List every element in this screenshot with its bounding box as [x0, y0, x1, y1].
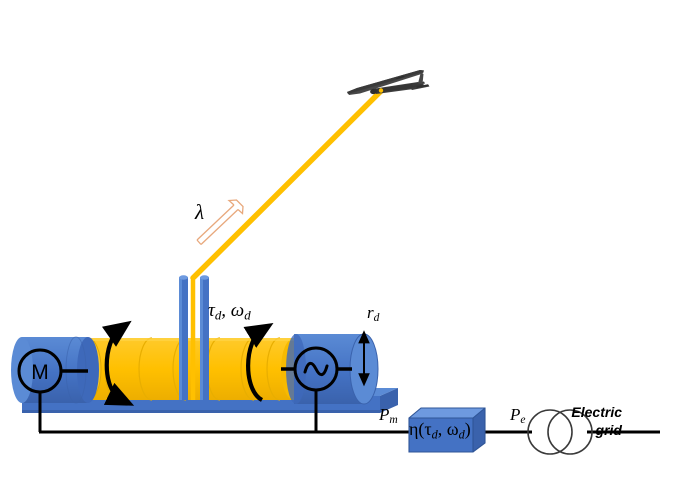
omega-subscript: d: [244, 307, 251, 323]
grid-label-line2: grid: [595, 421, 622, 438]
transformer: [527, 409, 593, 455]
eta-close: ): [464, 419, 471, 439]
pm-symbol: P: [379, 405, 390, 424]
drum-radius-label: rd: [367, 304, 379, 324]
tau-subscript: d: [214, 307, 222, 323]
omega-symbol: ω: [230, 300, 245, 321]
eta-mid: , ω: [437, 419, 459, 439]
efficiency-block-label: η(τd, ωd): [409, 420, 471, 441]
tether-guide-mast: [179, 275, 209, 400]
pe-subscript: e: [520, 413, 526, 427]
electrical-wiring: [38, 390, 660, 434]
efficiency-block: [408, 407, 486, 453]
tether: [190, 88, 384, 281]
electrical-power-label: Pe: [510, 406, 526, 426]
eta-sub2: d: [458, 427, 465, 442]
motor-symbol-text: M: [31, 361, 49, 384]
tether-length-label: λ: [195, 200, 205, 224]
r-symbol: r: [367, 303, 374, 322]
drum-torque-speed-label: τd, ωd: [208, 300, 251, 323]
eta-open: η(τ: [409, 419, 432, 439]
r-subscript: d: [373, 311, 380, 325]
tether-length-arrow: [196, 199, 244, 245]
mechanical-power-label: Pm: [379, 406, 398, 426]
pm-subscript: m: [389, 413, 398, 427]
eta-sub1: d: [431, 427, 438, 442]
drum-rotation-arrows: [101, 320, 274, 406]
pe-symbol: P: [510, 405, 521, 424]
tethered-aircraft: [347, 70, 430, 95]
tau-symbol: τ: [208, 300, 215, 321]
grid-label-line1: Electric: [571, 404, 622, 420]
